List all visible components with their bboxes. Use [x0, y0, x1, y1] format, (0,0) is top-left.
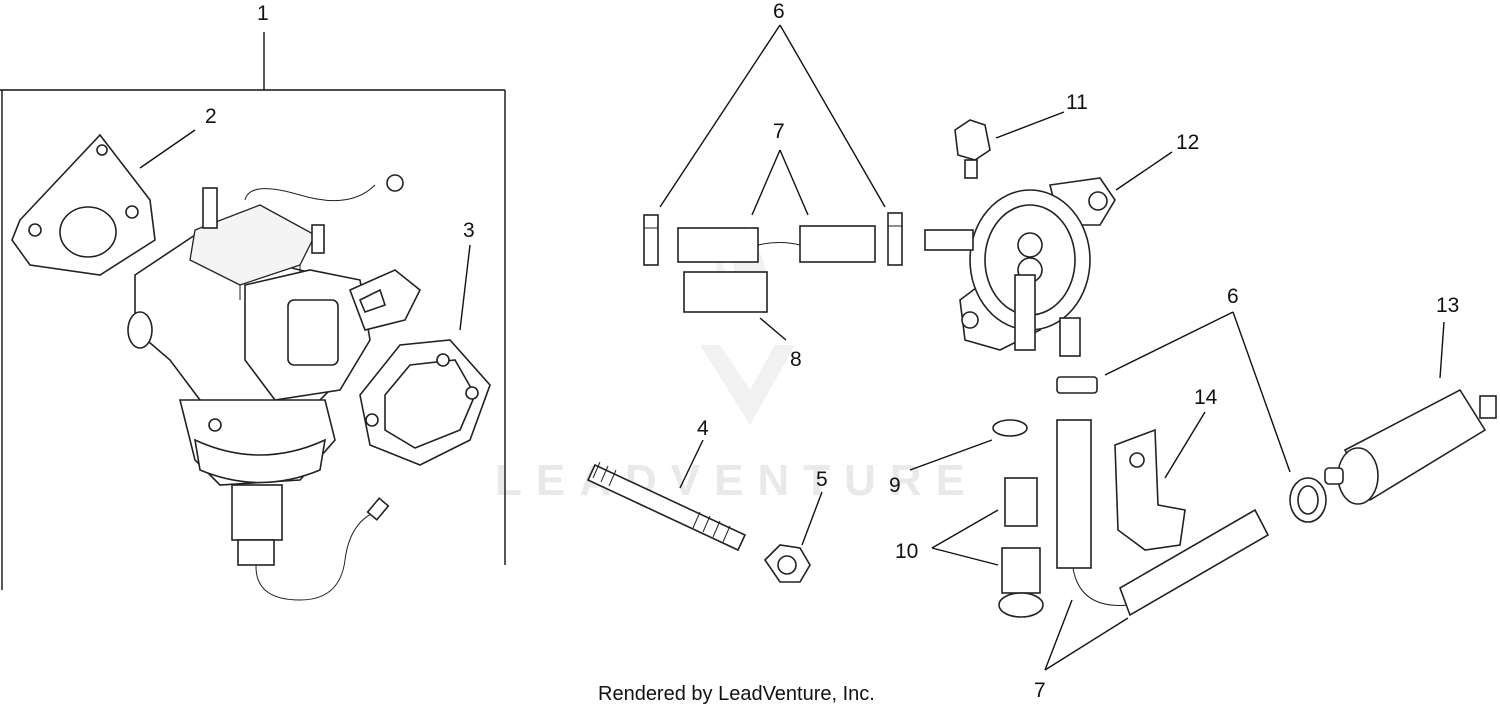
stud-part-4	[586, 461, 747, 552]
footer-credit: Rendered by LeadVenture, Inc.	[598, 683, 875, 705]
hose-part-7-top	[677, 225, 876, 263]
carburetor-part-1	[127, 174, 422, 601]
clamp-part-6-top-right	[887, 212, 903, 266]
callout-7-bottom: 7	[1034, 679, 1046, 702]
nut-part-5	[763, 544, 811, 583]
callout-3: 3	[463, 219, 475, 242]
clamp-part-6-lower-top	[1056, 376, 1098, 394]
gasket-part-2	[11, 133, 156, 276]
clamp-part-9	[992, 419, 1028, 437]
fuel-filter-part-13	[1324, 388, 1497, 505]
fuel-pump-part-12	[924, 177, 1116, 357]
callout-11: 11	[1066, 91, 1088, 114]
callout-9: 9	[889, 474, 901, 497]
callout-12: 12	[1176, 131, 1199, 154]
callout-4: 4	[697, 417, 709, 440]
callout-8: 8	[790, 348, 802, 371]
clamp-part-6-lower-bottom	[1289, 477, 1327, 523]
callout-6-right: 6	[1227, 285, 1239, 308]
hose-part-8	[683, 271, 768, 313]
callout-10: 10	[895, 540, 918, 563]
assembly-bracket	[0, 32, 506, 590]
hose-part-7-lower	[1056, 419, 1270, 617]
bolt-part-11	[954, 119, 991, 179]
callout-7-top: 7	[773, 120, 785, 143]
leader-lines	[139, 24, 1445, 671]
clamp-part-6-top-left	[643, 214, 659, 266]
gasket-part-3	[359, 339, 491, 466]
callout-6-top: 6	[773, 0, 785, 23]
callout-14: 14	[1194, 386, 1218, 409]
watermark: LEADVENTURE	[495, 225, 979, 505]
clip-part-14	[1114, 428, 1186, 551]
callout-2: 2	[205, 105, 217, 128]
callout-labels: 1 2 3 4 5 6 6 7 7 8 9 10 11 12 13 14	[205, 0, 1459, 702]
callout-1: 1	[257, 2, 269, 25]
connector-part-10	[998, 477, 1044, 618]
callout-13: 13	[1436, 294, 1459, 317]
watermark-text: LEADVENTURE	[495, 456, 979, 505]
callout-5: 5	[816, 468, 828, 491]
